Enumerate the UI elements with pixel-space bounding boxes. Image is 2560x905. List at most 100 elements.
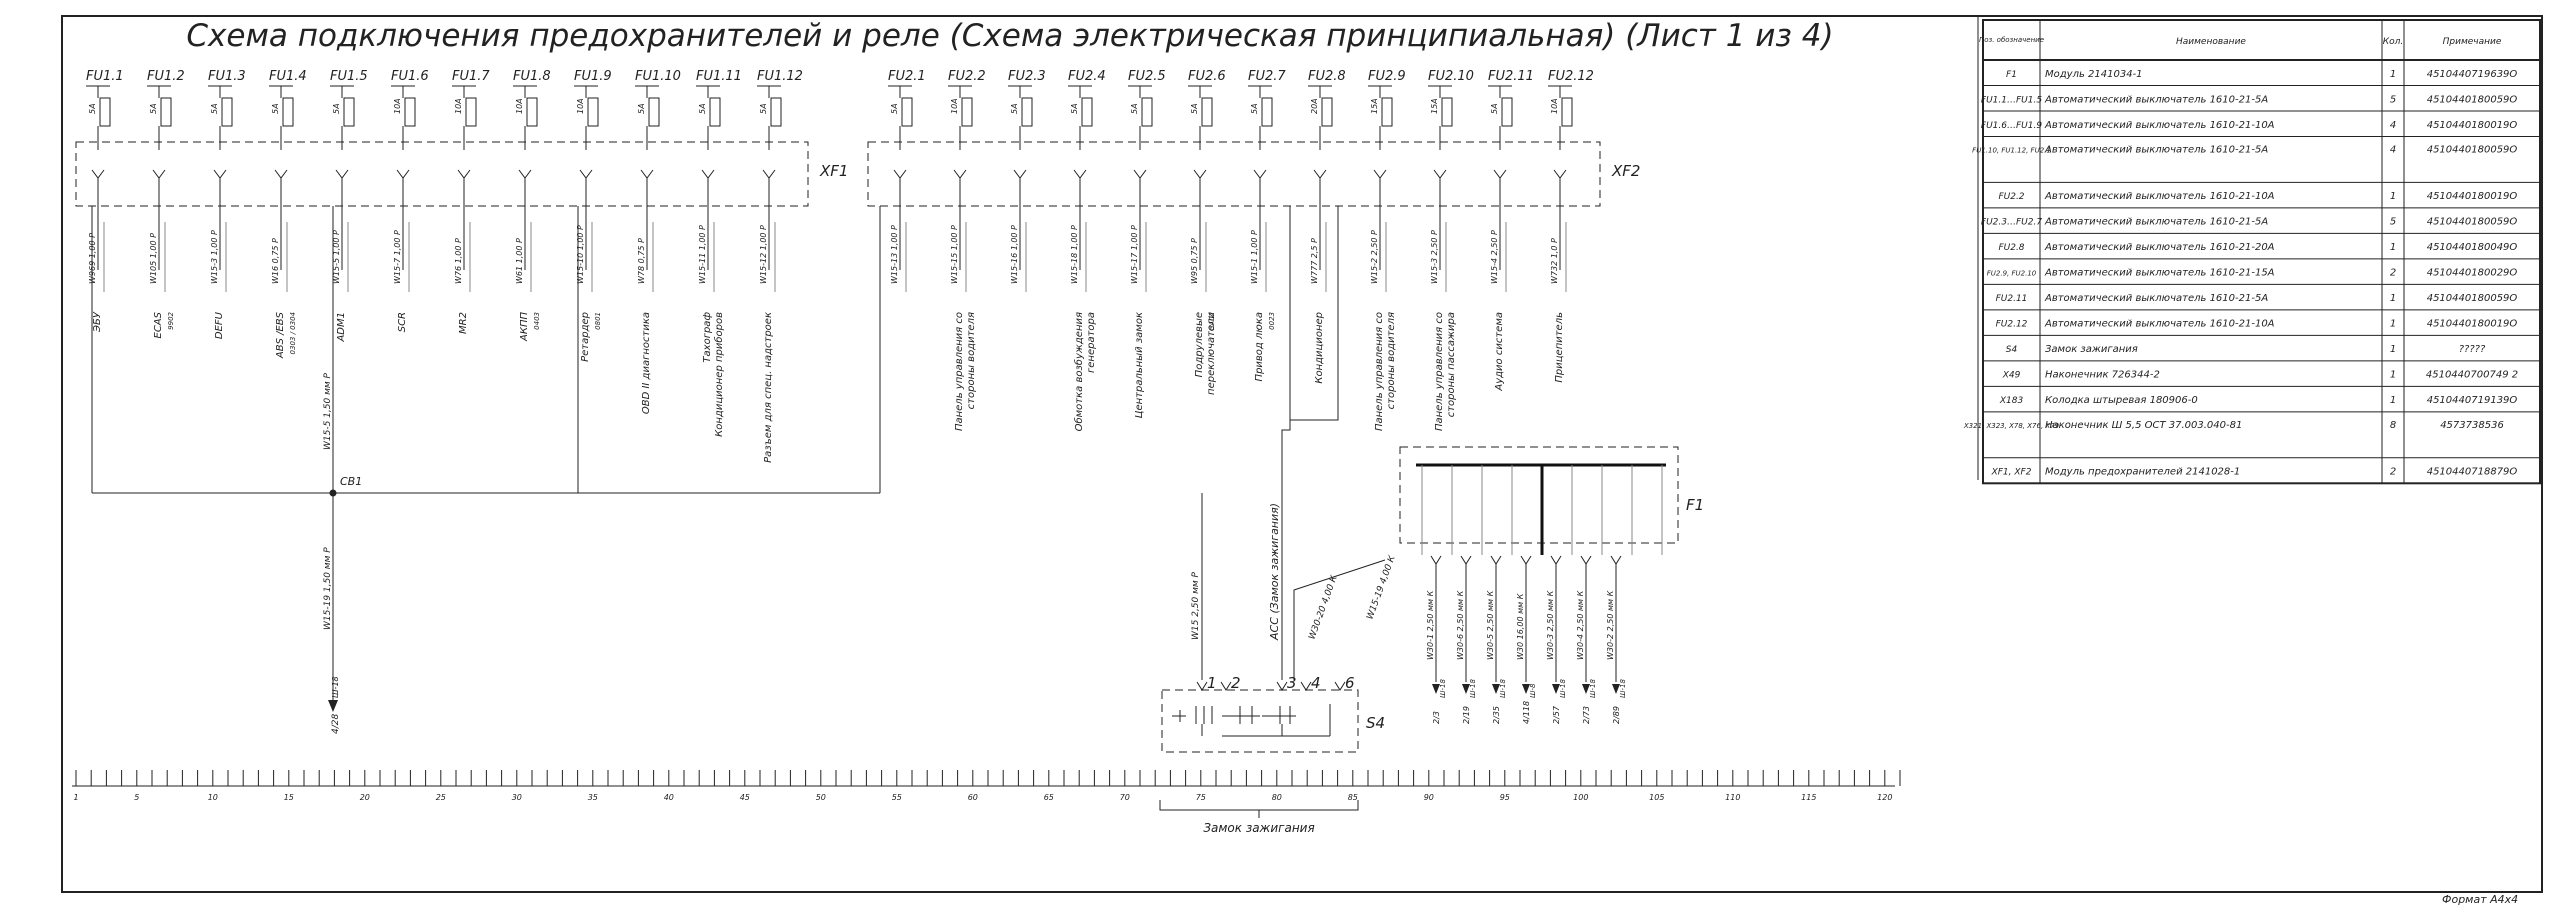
s4-switch-box [1161,689,1359,753]
fuse-name-FU1.8: FU1.8 [513,69,551,84]
load-label: Панель управления со [1374,312,1385,431]
fuse-rating: 5А [332,103,341,114]
s4-label: S4 [1366,714,1385,732]
fuse-body [404,97,416,127]
fuse-body [1501,97,1513,127]
ruler-label: 80 [1272,793,1282,802]
fuse-terminal [1433,169,1447,179]
bom-cell-note: 4510440180059О [2427,94,2518,105]
fuse-rating: 20А [1310,98,1319,114]
cb1-ref-label: 4/28 [331,714,341,734]
fuse-name-FU1.10: FU1.10 [635,69,681,84]
fuse-terminal [518,169,532,179]
fuse-terminal [274,169,288,179]
fuse-wire-label: W15-18 1,00 Р [1070,225,1079,284]
bom-cell-name: Автоматический выключатель 1610-21-10А [2044,319,2275,330]
fuse-body [465,97,477,127]
ruler-label: 30 [512,793,522,802]
fuse-name-FU2.6: FU2.6 [1188,69,1226,84]
fuse-terminal [953,169,967,179]
fuse-body [526,97,538,127]
ruler-label: 115 [1801,793,1816,802]
fuse-terminal [1073,169,1087,179]
fuse-rating: 5А [890,103,899,114]
cb1-arrow [328,700,338,712]
bom-cell-name: Автоматический выключатель 1610-21-5А [2044,145,2268,156]
fuse-name-FU2.2: FU2.2 [948,69,986,84]
bom-cell-qty: 4 [2390,120,2396,131]
fuse-name-FU2.5: FU2.5 [1128,69,1166,84]
fuse-terminal [91,169,105,179]
load-label: Привод люка [1254,312,1265,381]
fuse-wire-label: W15-17 1,00 Р [1130,225,1139,284]
load-label-2: переключатели [1206,312,1217,395]
f1-output-ref: 2/35 [1492,706,1501,724]
format-label: Формат А4х4 [2442,893,2518,905]
bom-cell-pos: FU1.6…FU1.9 [1981,121,2042,131]
f1-output-pin: Ш-18 [1499,679,1507,698]
load-label: Обмотка возбуждения [1073,312,1085,431]
bom-cell-note: 4510440719639О [2427,69,2518,80]
xf1-label: XF1 [819,162,848,180]
f1-output-ref: 2/19 [1462,706,1471,724]
bom-cell-note: ????? [2459,344,2486,355]
fuse-terminal [213,169,227,179]
fuse-body [1561,97,1573,127]
s4-pin-terminal [1220,681,1232,691]
fuse-name-FU2.10: FU2.10 [1428,69,1474,84]
xf1-module-box [75,141,809,207]
fuse-wire-label: W15-3 2,50 Р [1430,230,1439,284]
fuse-name-FU1.4: FU1.4 [269,69,307,84]
fuse-body [1441,97,1453,127]
fuse-rating: 5А [1010,103,1019,114]
bom-cell-qty: 1 [2390,293,2396,304]
fuse-name-FU1.6: FU1.6 [391,69,429,84]
f1-label: F1 [1686,496,1704,514]
load-label: ЭБУ [92,311,103,333]
ruler-label: 85 [1348,793,1358,802]
f1-output-terminal [1430,555,1442,565]
bom-cell-name: Модуль предохранителей 2141028-1 [2045,467,2240,478]
f1-output-ref: 2/57 [1552,705,1561,724]
bom-cell-note: 4510440180059О [2427,217,2518,228]
bom-cell-pos: FU2.2 [1998,192,2024,202]
fuse-wire-label: W105 1,00 Р [149,233,158,284]
f1-output-wire-label: W30-1 2,50 мм К [1426,590,1435,660]
bom-cell-name: Колодка штыревая 180906-0 [2045,395,2198,406]
fuse-terminal [457,169,471,179]
fuse-body [1141,97,1153,127]
ruler-label: 90 [1424,793,1434,802]
ignition-brace [1159,800,1359,818]
drawing-frame [61,15,2543,893]
fuse-body [587,97,599,127]
s4-pin-number: 2 [1231,674,1241,692]
s4-pin-number: 1 [1207,674,1217,692]
load-label: Кондиционер [1314,312,1325,384]
load-label: АКПП [519,312,530,342]
fuse-body [1081,97,1093,127]
f1-output-pin: Ш-8 [1529,683,1537,698]
xf2-module-box [867,141,1601,207]
fuse-terminal [579,169,593,179]
f1-output-arrow [1612,684,1620,694]
fuse-rating: 10А [454,98,463,114]
f1-output-terminal [1610,555,1622,565]
fuse-body [1201,97,1213,127]
ruler-label: 105 [1649,793,1664,802]
cb1-label: CB1 [340,475,362,488]
fuse-wire-label: W15-1 1,00 Р [1250,230,1259,284]
bom-cell-pos: FU2.11 [1996,294,2028,304]
bom-cell-pos: X321, X323, X78, X76, X79 [1963,422,2060,430]
bom-cell-name: Наконечник 726344-2 [2045,370,2160,381]
ruler-label: 55 [892,793,902,802]
fuse-rating: 10А [950,98,959,114]
fuse-name-FU2.7: FU2.7 [1248,69,1286,84]
bom-cell-note: 4510440180049О [2427,242,2518,253]
fuse-terminal [762,169,776,179]
fuse-terminal [1133,169,1147,179]
cb1-pin-label: Ш-18 [331,676,340,698]
bom-cell-name: Модуль 2141034-1 [2045,69,2143,80]
load-code: 0023 [1268,312,1276,330]
ruler-label: 70 [1120,793,1130,802]
